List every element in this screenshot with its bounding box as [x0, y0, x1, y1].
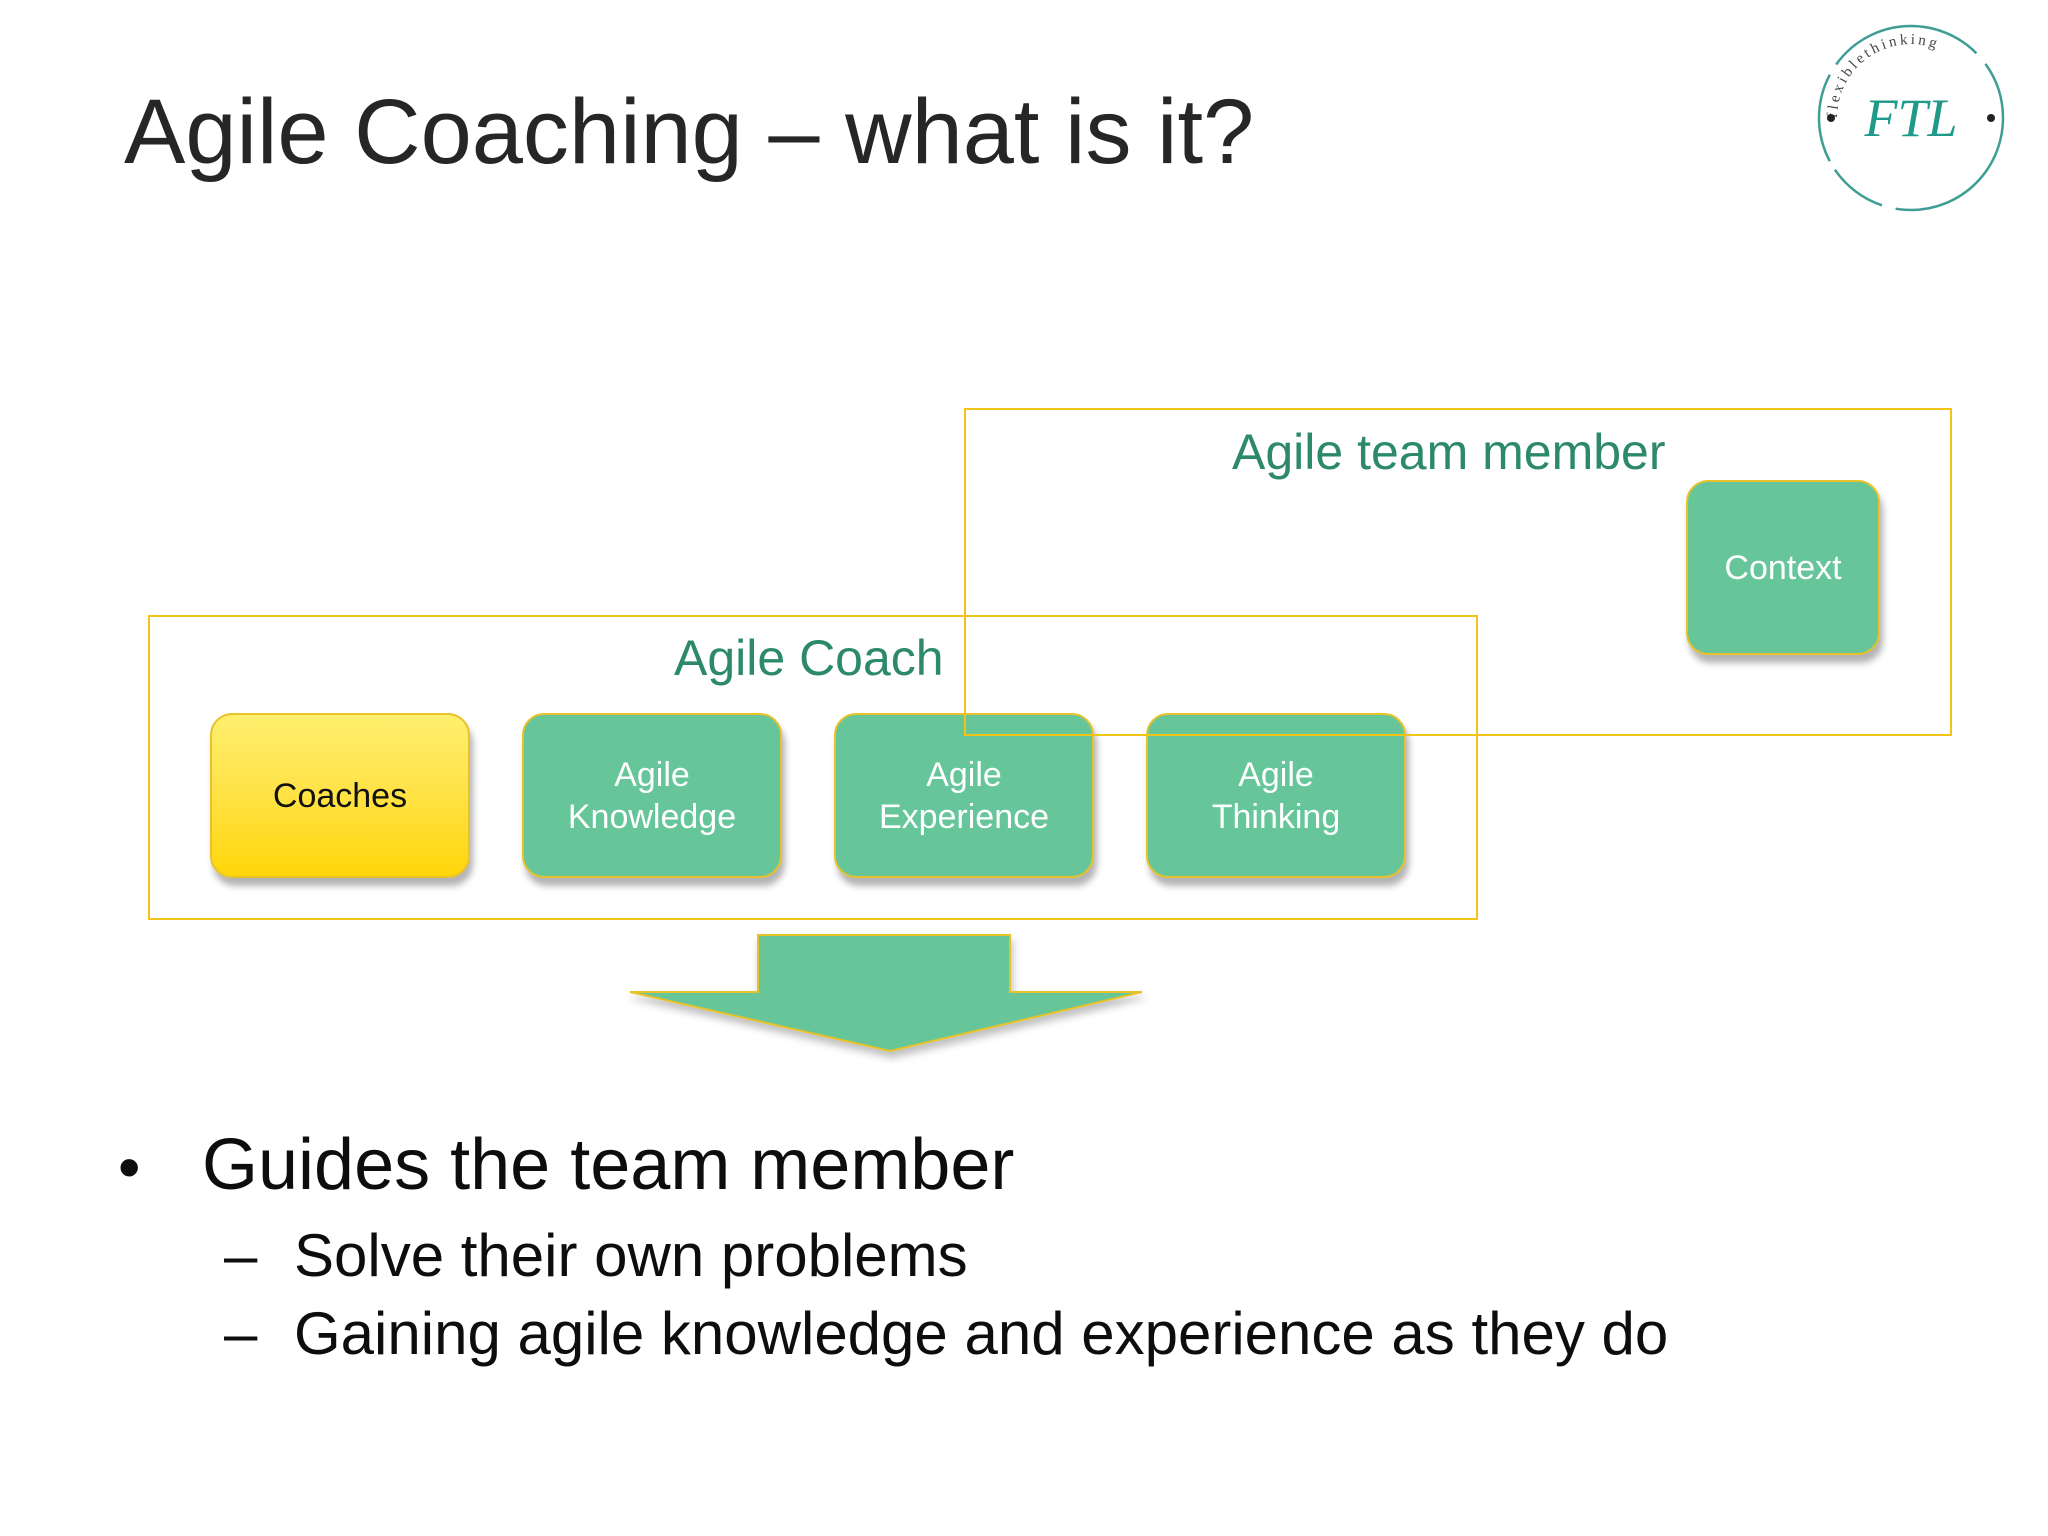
bullet-main-mark: •	[118, 1131, 141, 1203]
coaches-node: Coaches	[210, 713, 470, 878]
agile-experience-node: Agile Experience	[834, 713, 1094, 878]
coaches-node-label: Coaches	[272, 776, 408, 815]
coach-group-label: Agile Coach	[674, 630, 944, 686]
bullet-sub-1-mark: –	[224, 1222, 258, 1289]
agile-knowledge-node: Agile Knowledge	[522, 713, 782, 878]
agile-thinking-node-line-1: Agile	[1238, 755, 1314, 794]
bullet-main-text: Guides the team member	[202, 1125, 1015, 1205]
bullet-sub-1-text: Solve their own problems	[294, 1222, 968, 1289]
ftl-logo-icon: flexiblethinking FTL	[1817, 24, 2005, 212]
agile-thinking-node-line-2: Thinking	[1211, 797, 1341, 836]
bullet-sub-1: – Solve their own problems	[224, 1217, 1668, 1295]
ftl-logo-text: FTL	[1863, 88, 1957, 148]
bullet-list: • Guides the team member – Solve their o…	[118, 1115, 1668, 1373]
coach-group	[148, 615, 1478, 920]
agile-knowledge-node-line-1: Agile	[614, 755, 690, 794]
context-node-label: Context	[1724, 548, 1842, 587]
slide-title: Agile Coaching – what is it?	[124, 81, 1255, 183]
bullet-main: • Guides the team member	[118, 1115, 1668, 1217]
agile-thinking-node: Agile Thinking	[1146, 713, 1406, 878]
context-node: Context	[1686, 480, 1880, 655]
agile-knowledge-node-line-2: Knowledge	[567, 797, 737, 836]
agile-experience-node-line-2: Experience	[878, 797, 1050, 836]
team-member-group-label: Agile team member	[1232, 424, 1666, 480]
bullet-sub-2-mark: –	[224, 1300, 258, 1367]
down-arrow-icon	[629, 934, 1143, 1053]
bullet-sub-2-text: Gaining agile knowledge and experience a…	[294, 1300, 1669, 1367]
agile-experience-node-line-1: Agile	[926, 755, 1002, 794]
bullet-sub-2: – Gaining agile knowledge and experience…	[224, 1295, 1668, 1373]
